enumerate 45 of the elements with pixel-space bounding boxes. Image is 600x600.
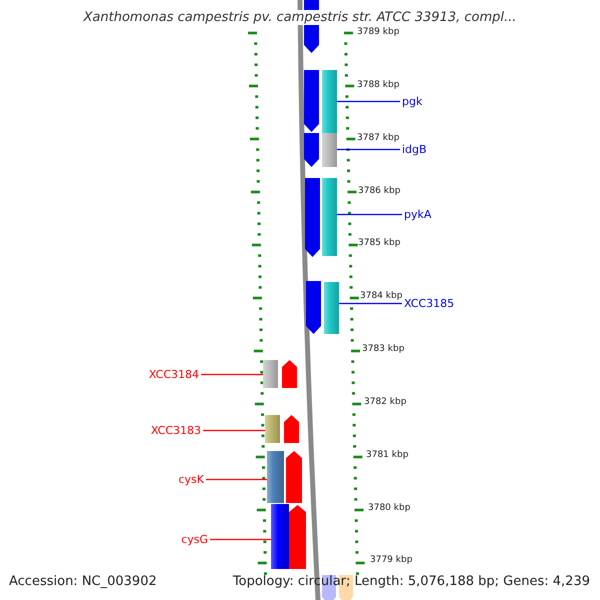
leader-line [210,538,271,540]
gene-bar [267,451,284,503]
leader-line [339,302,402,304]
scale-label: 3789 kbp [357,27,400,37]
scale-label: 3784 kbp [360,291,402,301]
gene-bar [322,178,337,256]
leader-line [337,148,400,150]
scale-label: 3787 kbp [357,133,400,143]
gene-block [304,70,319,132]
gene-block [304,133,319,167]
gene-label: idgB [402,143,427,156]
gene-label: XCC3185 [404,297,454,310]
scale-label: 3782 kbp [364,397,406,407]
scale-label: 3783 kbp [362,344,404,354]
leader-line [201,374,263,376]
gene-block [286,451,302,503]
gene-block [306,281,321,334]
scale-label: 3788 kbp [357,80,400,90]
scale-label: 3779 kbp [370,555,412,565]
gene-block [305,178,320,257]
genome-info-text: Topology: circular; Length: 5,076,188 bp; Genes: 4,239 [232,574,590,589]
gene-bar [265,415,280,443]
gene-bar [322,133,337,167]
gene-bar [322,70,337,133]
gene-label: XCC3183 [150,424,201,437]
scale-label: 3780 kbp [368,503,410,513]
gene-label: pykA [404,208,432,221]
leader-line [206,478,267,480]
gene-bar [263,360,278,388]
scale-label: 3781 kbp [366,450,408,460]
gene-bar [324,282,339,334]
gene-block [282,360,297,388]
gene-bar [271,504,289,569]
leader-line [203,430,265,432]
gene-label: cysK [178,473,204,486]
accession-text: Accession: NC_003902 [9,574,157,589]
gene-label: cysG [181,533,208,546]
gene-label: XCC3184 [148,368,199,381]
gene-label: pgk [402,95,422,108]
leader-line [337,100,400,102]
gene-block [284,415,299,443]
scale-label: 3786 kbp [358,186,400,196]
scale-label: 3785 kbp [358,238,400,248]
leader-line [337,214,402,216]
gene-block [289,505,306,569]
